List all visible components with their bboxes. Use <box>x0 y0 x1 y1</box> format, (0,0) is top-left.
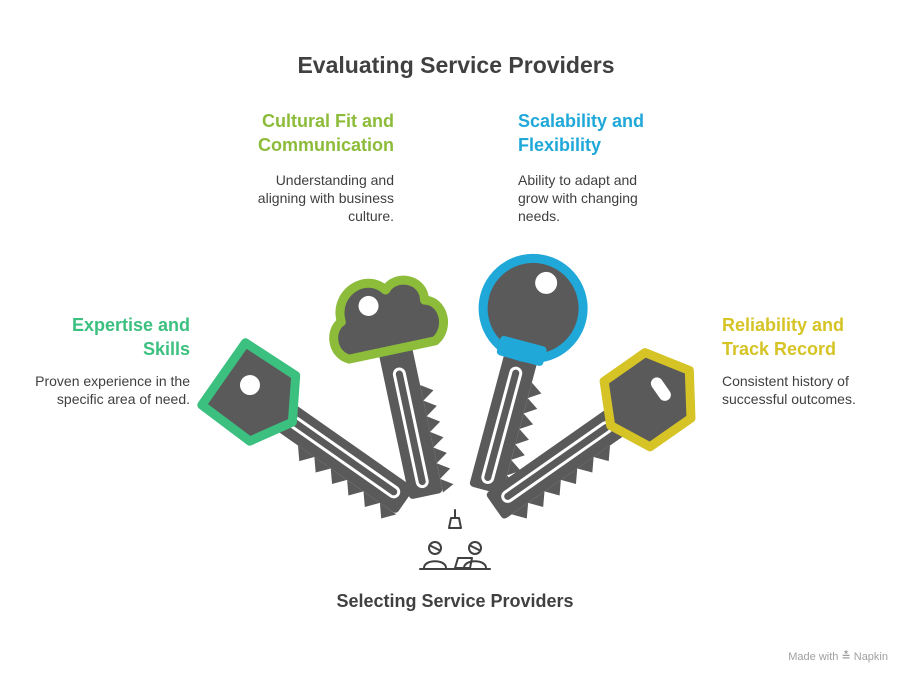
napkin-logo-icon: ≛ <box>841 651 851 663</box>
item-desc-expertise: Proven experience in the specific area o… <box>35 373 190 407</box>
page-title: Evaluating Service Providers <box>297 52 615 78</box>
item-desc-reliability: Consistent history of successful outcome… <box>722 373 856 407</box>
item-desc-cultural-fit: Understanding and aligning with business… <box>257 172 394 224</box>
footer-branding[interactable]: Made with ≛ Napkin <box>788 650 888 663</box>
key-cultural-fit <box>329 275 454 499</box>
item-title-scalability: Scalability and Flexibility <box>518 111 645 155</box>
napkin-brand: Napkin <box>853 651 888 663</box>
key-scalability <box>469 253 588 495</box>
people-at-laptop-icon <box>419 509 491 570</box>
item-desc-scalability: Ability to adapt and grow with changing … <box>518 172 638 224</box>
center-label: Selecting Service Providers <box>336 591 574 611</box>
made-with-text: Made with <box>788 651 839 663</box>
key-expertise <box>197 338 414 519</box>
item-title-reliability: Reliability and Track Record <box>722 315 845 359</box>
item-title-cultural-fit: Cultural Fit and Communication <box>257 111 394 155</box>
item-title-expertise: Expertise and Skills <box>71 315 190 359</box>
key-reliability <box>486 348 696 519</box>
